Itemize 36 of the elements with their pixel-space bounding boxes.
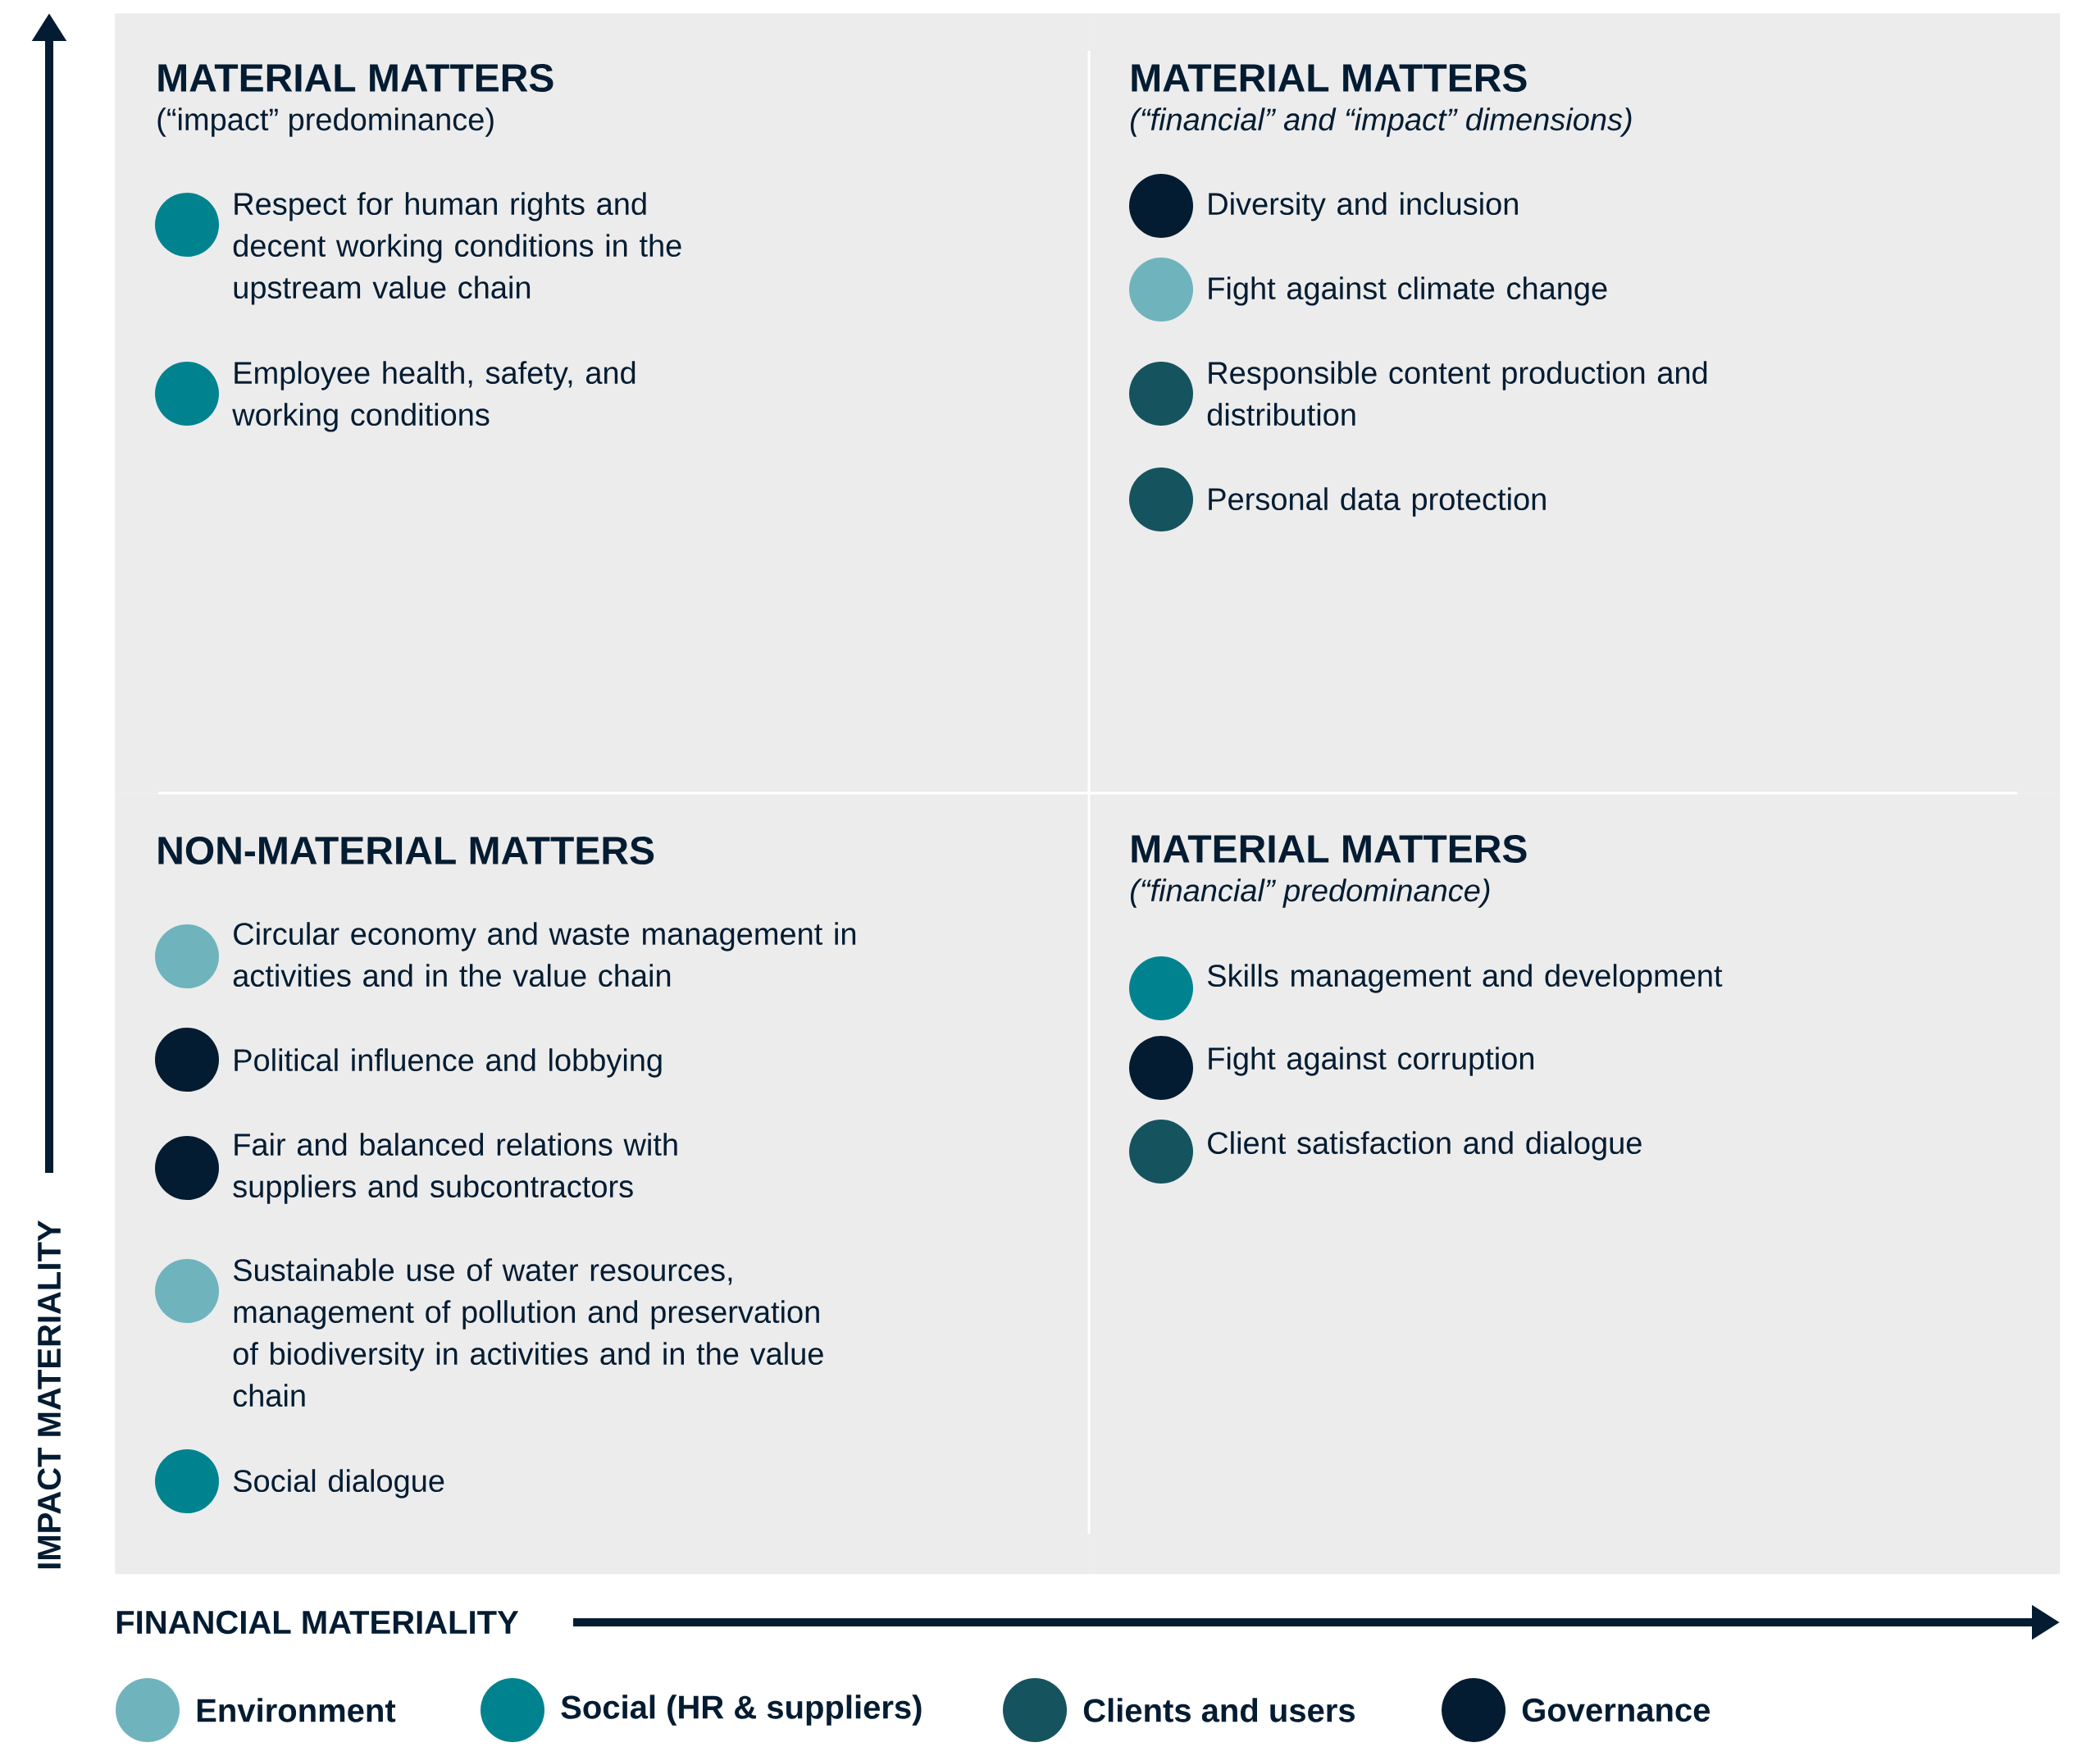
matter-item: Circular economy and waste management in activities and in the value chain (155, 922, 856, 988)
node-label: Fight against corruption (1209, 1047, 1533, 1076)
node-label: Fight against climate change (1209, 276, 1607, 306)
node-label: Social dialogue (233, 1469, 444, 1498)
node-label: Political influence and lobbying (235, 1048, 662, 1078)
node-label: Client satisfaction and dialogue (1208, 1131, 1642, 1161)
matter-item: Skills management and development (1129, 956, 1723, 1020)
matter-item: Fight against climate change (1129, 258, 1607, 322)
quadrant-heading: MATERIAL MATTERS (1132, 64, 1527, 92)
legend-label: Environment (197, 1698, 396, 1722)
matter-item: Personal data protection (1129, 468, 1546, 531)
axis-label: IMPACT MATERIALITY (37, 1220, 61, 1569)
matter-item: Sustainable use of water resources, management of pollution and preservation of biodiversity in activities and in the value chain (155, 1258, 823, 1407)
matter-item: Diversity and inclusion (1129, 174, 1518, 238)
matter-item: Political influence and lobbying (155, 1028, 662, 1092)
node-label: Employee health, safety, and working conditions (232, 361, 635, 432)
matter-item: Fair and balanced relations with suppliers and subcontractors (155, 1133, 677, 1204)
quadrant-heading: MATERIAL MATTERS (1132, 835, 1527, 863)
legend-label: Social (HR & suppliers) (561, 1695, 922, 1726)
matter-item: Employee health, safety, and working conditions (155, 361, 635, 432)
quadrant-heading: NON-MATERIAL MATTERS (158, 837, 654, 864)
quadrant-subheading: (“impact” predominance) (157, 107, 494, 137)
node-label: Personal data protection (1209, 487, 1546, 517)
legend-label: Governance (1522, 1698, 1711, 1722)
node-label: Skills management and development (1207, 964, 1723, 993)
quadrant-subheading: (“financial” predominance) (1131, 878, 1490, 908)
axis-label: FINANCIAL MATERIALITY (116, 1610, 519, 1635)
matter-item: Social dialogue (155, 1449, 444, 1513)
matter-item: Respect for human rights and decent working conditions in the upstream value chain (155, 192, 681, 305)
quadrant-subheading: (“financial” and “impact” dimensions) (1131, 107, 1632, 137)
matter-item: Client satisfaction and dialogue (1129, 1120, 1642, 1184)
quadrant-heading: MATERIAL MATTERS (158, 64, 553, 92)
matter-item: Fight against corruption (1129, 1036, 1533, 1100)
node-label: Diversity and inclusion (1209, 192, 1518, 221)
legend-label: Clients and users (1083, 1698, 1355, 1722)
matter-item: Responsible content production and distribution (1129, 361, 1707, 426)
